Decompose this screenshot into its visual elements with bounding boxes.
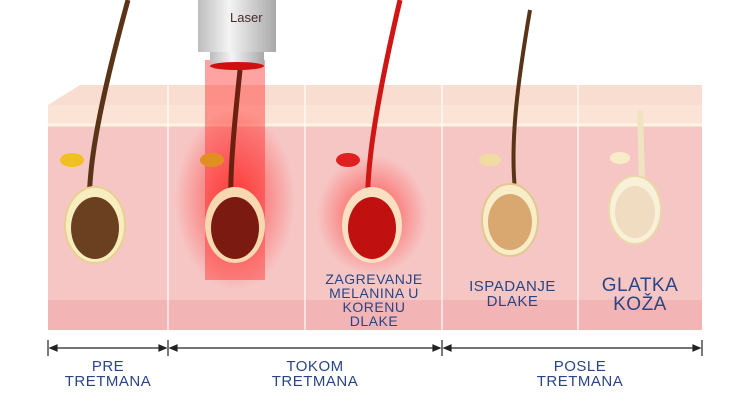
section-dividers: [167, 85, 579, 330]
label-line: ISPADANJE: [469, 278, 556, 295]
follicle-smooth: [608, 109, 662, 245]
laser-device: [198, 0, 276, 70]
label-line: GLATKA: [601, 275, 679, 296]
label-smooth: GLATKA KOŽA: [580, 276, 700, 314]
phase-after: POSLE TRETMANA: [505, 359, 655, 389]
phase-during: TOKOM TRETMANA: [245, 359, 385, 389]
label-line: ZAGREVANJE: [325, 271, 423, 287]
label-line: DLAKE: [349, 313, 399, 329]
label-line: TOKOM: [286, 358, 344, 375]
label-line: POSLE: [553, 358, 607, 375]
follicle-during-laser: [200, 69, 265, 263]
label-line: PRE: [91, 358, 125, 375]
label-line: TRETMANA: [64, 373, 152, 390]
laser-label: Laser: [230, 10, 263, 25]
follicle-before: [60, 0, 131, 264]
label-line: MELANINA U: [329, 285, 419, 301]
phase-brackets: [47, 340, 703, 356]
follicle-heating: [336, 0, 403, 263]
label-line: DLAKE: [486, 293, 539, 310]
label-line: TRETMANA: [271, 373, 359, 390]
phase-before: PRE TRETMANA: [48, 359, 168, 389]
follicle-falling: [479, 9, 539, 257]
label-line: KOŽA: [613, 294, 667, 315]
label-line: KORENU: [342, 299, 406, 315]
label-falling: ISPADANJE DLAKE: [450, 279, 575, 309]
label-line: TRETMANA: [536, 373, 624, 390]
label-heating: ZAGREVANJE MELANINA U KORENU DLAKE: [310, 272, 438, 328]
